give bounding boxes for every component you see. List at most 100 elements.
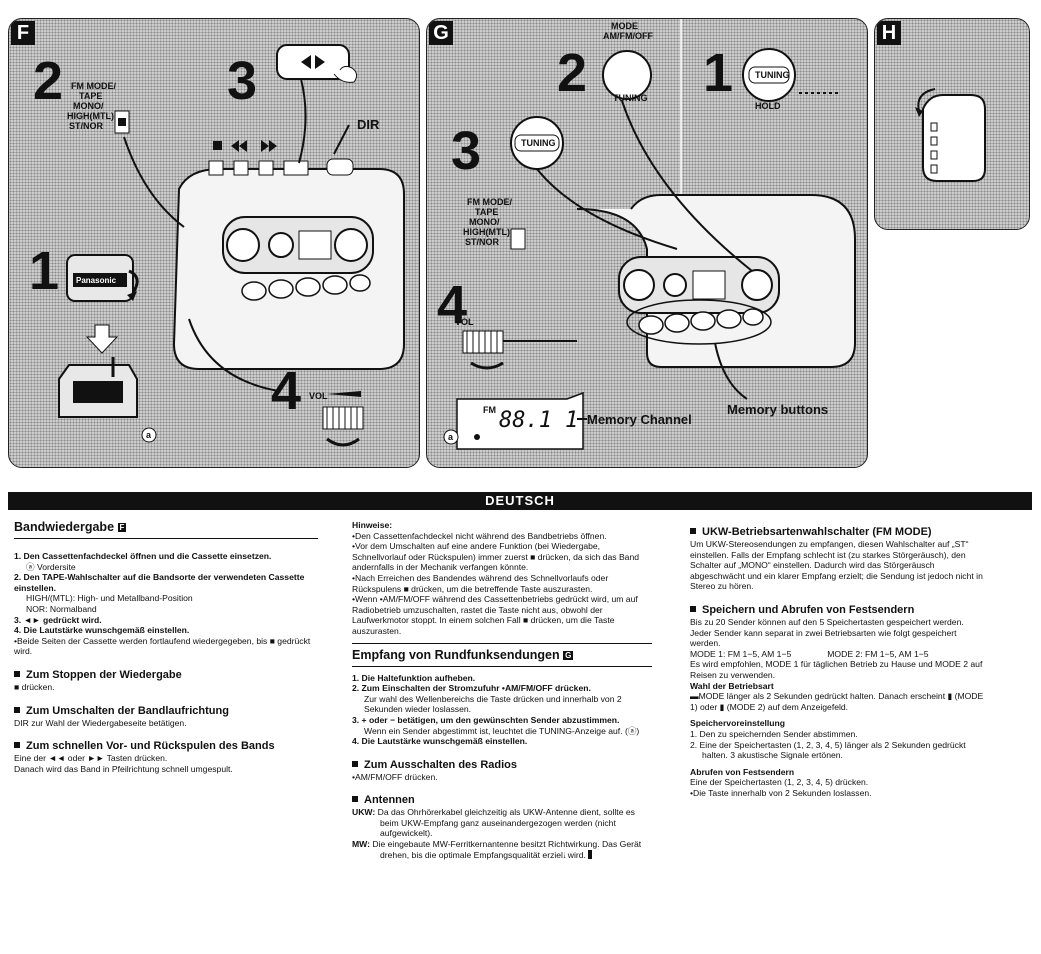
step-1-number: 1 — [703, 43, 733, 103]
figure-ref-badge: G — [563, 650, 574, 660]
lcd-frequency: 88.1 — [499, 408, 552, 433]
fm-mode-switch-label: FM MODE/ TAPE MONO/ HIGH(MTL) ST/NOR — [463, 197, 512, 247]
panel-g-illustration: G 2 1 3 4 MODE AM/FM/OFF TUNING TUNING H… — [426, 18, 868, 468]
column-fm-mode-memory: UKW-Betriebsartenwahlschalter (FM MODE) … — [690, 520, 988, 798]
radio-step-2-text: Zur wahl des Wellenbereichs die Taste dr… — [364, 693, 622, 715]
panel-g-letter: G — [429, 21, 453, 45]
step-2-number: 2 — [33, 51, 63, 111]
column-tape-playback: Bandwiedergabe F 1. Den Cassettenfachdec… — [14, 520, 318, 774]
cassette-illustration: Panasonic — [66, 254, 139, 302]
step-3-number: 3 — [227, 51, 257, 111]
memory-channel-label: Memory Channel — [587, 412, 692, 427]
section-title-bandwiedergabe: Bandwiedergabe F — [14, 520, 318, 539]
vol-label: VOL — [309, 391, 328, 401]
recall-text-2: •Die Taste innerhalb von 2 Sekunden losl… — [690, 787, 872, 798]
callout-a — [443, 429, 459, 445]
heading-direction: Zum Umschalten der Bandlaufrichtung — [14, 705, 318, 718]
radio-step-3-text: Wenn ein Sender abgestimmt ist, leuchtet… — [364, 725, 640, 736]
stop-icon — [213, 141, 222, 150]
preset-step-2: 2. Eine der Speichertasten (1, 2, 3, 4, … — [690, 739, 966, 761]
panel-f-letter: F — [11, 21, 35, 45]
memory-buttons-label: Memory buttons — [727, 402, 828, 417]
fast-wind-text-1: Eine der ◄◄ oder ►► Tasten drücken. — [14, 753, 168, 764]
panel-h-drawing — [915, 88, 986, 182]
tape-window — [222, 216, 374, 274]
language-banner: DEUTSCH — [8, 492, 1032, 510]
radio-step-3: 3. + oder − betätigen, um den gewünschte… — [352, 714, 620, 725]
panel-f-drawing: 2 3 1 4 FM MODE/ TAPE MONO/ HIGH(MTL) ST… — [29, 44, 405, 447]
callout-a — [141, 427, 157, 443]
recall-heading: Abrufen von Festsendern — [690, 766, 795, 777]
svg-text:FM MODE/: FM MODE/ — [71, 81, 116, 91]
svg-text:MONO/: MONO/ — [469, 217, 500, 227]
step-2-number: 2 — [557, 43, 587, 103]
heading-memory: Speichern und Abrufen von Festsendern — [690, 604, 988, 617]
svg-text:MONO/: MONO/ — [73, 101, 104, 111]
section-title-radio: Empfang von Rundfunksendungen G — [352, 642, 652, 667]
dir-label: DIR — [357, 117, 380, 132]
stop-text: ■ drücken. — [14, 681, 55, 692]
radio-step-4: 4. Die Lautstärke wunschgemäß einstellen… — [352, 736, 528, 747]
rotate-arrow-icon — [917, 88, 936, 112]
direction-text: DIR zur Wahl der Wiedergabeseite betätig… — [14, 717, 187, 728]
note-4: •Wenn •AM/FM/OFF während des Cassettenbe… — [352, 594, 638, 636]
svg-text:AM/FM/OFF: AM/FM/OFF — [603, 31, 653, 41]
memory-text-2: Jeder Sender kann separat in zwei Betrie… — [690, 627, 957, 649]
heading-fast-wind: Zum schnellen Vor- und Rückspulen des Ba… — [14, 740, 318, 753]
fast-forward-icon — [261, 140, 269, 152]
svg-text:Panasonic: Panasonic — [76, 276, 117, 285]
antenna-ukw: UKW: Da das Ohrhörerkabel gleichzeitig a… — [352, 807, 635, 839]
step-2-high: HIGH/(MTL): High- und Metallband-Positio… — [26, 593, 193, 604]
step-1: 1. Den Cassettenfachdeckel öffnen und di… — [14, 551, 272, 561]
svg-text:HIGH(MTL): HIGH(MTL) — [463, 227, 510, 237]
cassette-deck-illustration — [58, 357, 138, 418]
step-3: 3. ◄► gedrückt wird. — [14, 614, 102, 625]
step-2: 2. Den TAPE-Wahlschalter auf die Bandsor… — [14, 572, 305, 593]
heading-radio-off: Zum Ausschalten des Radios — [352, 759, 652, 772]
memory-text-3: Es wird empfohlen, MODE 1 für täglichen … — [690, 659, 983, 680]
panel-h-illustration: H — [874, 18, 1030, 230]
step-1-note: ⓐ Vordersite — [26, 561, 76, 572]
step-3-number: 3 — [451, 121, 481, 181]
antenna-mw: MW: Die eingebaute MW-Ferritkernantenne … — [352, 839, 642, 860]
svg-text:a: a — [146, 430, 152, 440]
step-4: 4. Die Lautstärke wunschgemäß einstellen… — [14, 625, 190, 636]
memory-buttons — [638, 308, 764, 335]
svg-text:MODE: MODE — [611, 21, 638, 31]
figure-ref-badge: F — [117, 523, 127, 532]
fm-mode-switch-label: FM MODE/ TAPE MONO/ HIGH(MTL) ST/NOR — [67, 81, 116, 131]
panel-h-letter: H — [877, 21, 901, 45]
radio-unit-side — [922, 94, 986, 182]
svg-text:FM: FM — [483, 405, 496, 415]
note-3: •Nach Erreichen des Bandendes während de… — [352, 572, 609, 594]
play-direction-button — [276, 44, 350, 80]
rewind-icon — [231, 140, 239, 152]
radio-step-1: 1. Die Haltefunktion aufheben. — [352, 672, 476, 683]
svg-text:ST/NOR: ST/NOR — [69, 121, 104, 131]
svg-text:TAPE: TAPE — [79, 91, 102, 101]
mode-selection-heading: Wahl der Betriebsart — [690, 680, 774, 691]
fm-mode-text: Um UKW-Stereosendungen zu empfangen, die… — [690, 539, 983, 592]
svg-text:TUNING: TUNING — [521, 138, 556, 148]
svg-text:TAPE: TAPE — [475, 207, 498, 217]
notes-heading: Hinweise: — [352, 520, 393, 530]
fast-wind-text-2: Danach wird das Band in Pfeilrichtung sc… — [14, 763, 233, 774]
step-2-nor: NOR: Normalband — [26, 603, 97, 614]
lcd-channel: 1 — [565, 408, 578, 433]
step-1-number: 1 — [29, 241, 59, 301]
svg-text:ST/NOR: ST/NOR — [465, 237, 500, 247]
svg-text:TUNING: TUNING — [755, 70, 790, 80]
playback-note: •Beide Seiten der Cassette werden fortla… — [14, 635, 311, 657]
panel-f-illustration: F 2 3 1 4 FM MODE/ TAPE MONO/ HIGH(MTL) … — [8, 18, 420, 468]
svg-text:FM MODE/: FM MODE/ — [467, 197, 512, 207]
panel-g-drawing: 2 1 3 4 MODE AM/FM/OFF TUNING TUNING HOL… — [437, 19, 856, 450]
figure-ref-badge: H — [562, 849, 593, 859]
recall-text-1: Eine der Speichertasten (1, 2, 3, 4, 5) … — [690, 777, 869, 788]
preset-step-1: 1. Den zu speichernden Sender abstimmen. — [690, 728, 858, 739]
column-radio: Hinweise: •Den Cassettenfachdeckel nicht… — [352, 520, 652, 860]
svg-text:a: a — [448, 432, 454, 442]
memory-button-row — [241, 274, 371, 301]
mode-button-dial — [602, 50, 652, 100]
svg-text:HIGH(MTL): HIGH(MTL) — [67, 111, 114, 121]
radio-step-2: 2. Zum Einschalten der Stromzufuhr •AM/F… — [352, 683, 591, 694]
